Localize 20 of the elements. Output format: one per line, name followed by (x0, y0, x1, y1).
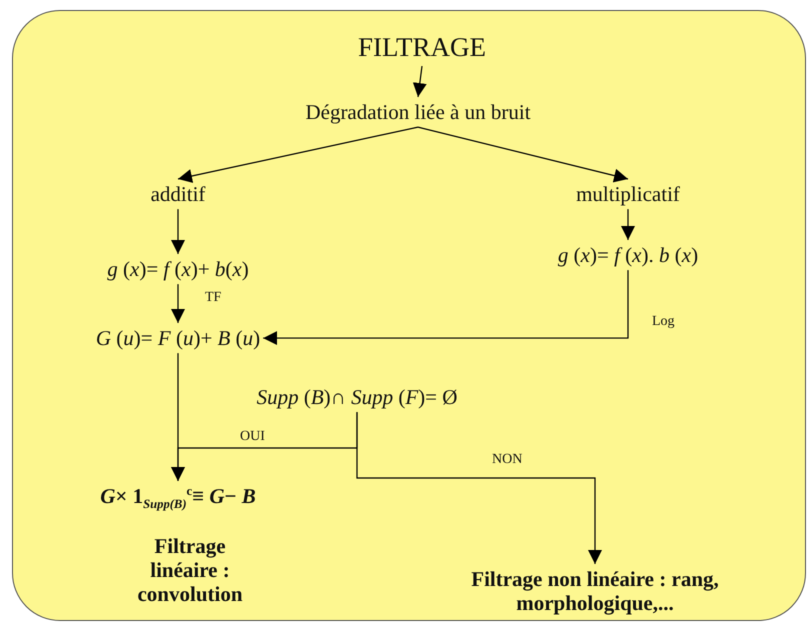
formula-text: G× 1$_{Supp(B)}$$^{c}$≡ G− B (100, 484, 256, 512)
flow-label: multiplicatif (576, 182, 680, 206)
flow-label: additif (150, 182, 206, 206)
edge-label: Log (652, 314, 675, 330)
arrow (171, 284, 185, 323)
formula-text: G (u)= F (u)+ B (u) (96, 326, 260, 350)
flow-label: Dégradation liée à un bruit (305, 100, 531, 124)
formula-text: g (x)= f (x). b (x) (558, 243, 698, 268)
arrow (412, 66, 427, 98)
flow-label: Filtrage non linéaire : rang, morphologique,... (450, 567, 740, 616)
formula-text: Supp (B)∩ Supp (F)= Ø (256, 385, 458, 410)
arrow (418, 126, 628, 182)
arrow (621, 209, 635, 240)
arrow (171, 209, 185, 254)
arrow (356, 412, 602, 564)
formula-text: g (x)= f (x)+ b(x) (107, 257, 249, 282)
flow-label: FILTRAGE (358, 32, 486, 64)
arrow (263, 270, 629, 346)
flow-label: Filtrage linéaire : convolution (120, 534, 260, 606)
arrow (178, 126, 418, 183)
